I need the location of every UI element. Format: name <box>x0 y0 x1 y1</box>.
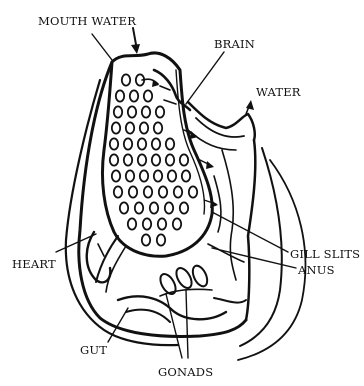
gill-slit <box>129 186 137 197</box>
gill-slit <box>110 154 118 165</box>
gill-slit <box>152 138 160 149</box>
gill-slit <box>150 202 158 213</box>
gill-slit <box>138 138 146 149</box>
gill-slit <box>180 154 188 165</box>
label-anus: ANUS <box>297 263 335 277</box>
gill-slit <box>154 170 162 181</box>
gill-slit <box>154 122 162 133</box>
gill-slit <box>157 234 165 245</box>
gill-slit <box>144 90 152 101</box>
gill-slit <box>142 234 150 245</box>
gill-slit <box>159 186 167 197</box>
gill-slit <box>112 170 120 181</box>
gill-slit <box>166 154 174 165</box>
gill-slit <box>166 138 174 149</box>
gill-slit <box>144 186 152 197</box>
gill-slit <box>180 202 188 213</box>
gill-slit-ovals <box>110 74 197 245</box>
gill-slit <box>142 106 150 117</box>
gill-slit <box>158 218 166 229</box>
gill-slit <box>116 90 124 101</box>
gill-slit <box>173 218 181 229</box>
gill-slit <box>110 138 118 149</box>
gill-slit <box>140 122 148 133</box>
gill-slit <box>143 218 151 229</box>
label-water: WATER <box>256 85 301 99</box>
gill-slit <box>126 122 134 133</box>
label-brain: BRAIN <box>214 37 255 51</box>
label-gill-slits: GILL SLITS <box>290 247 360 261</box>
gill-slit <box>112 122 120 133</box>
gill-slit <box>114 186 122 197</box>
gill-slit <box>128 106 136 117</box>
gill-slit <box>130 90 138 101</box>
gill-slit <box>174 186 182 197</box>
gill-slit <box>126 170 134 181</box>
gill-slit <box>128 218 136 229</box>
label-gut: GUT <box>80 343 107 357</box>
gill-slit <box>138 154 146 165</box>
gill-slit <box>122 74 130 85</box>
label-mouth-water: MOUTH WATER <box>38 14 136 28</box>
gill-slit <box>124 154 132 165</box>
label-heart: HEART <box>12 257 56 271</box>
label-gonads: GONADS <box>158 365 213 379</box>
gill-slit <box>182 170 190 181</box>
gill-slit <box>140 170 148 181</box>
gill-slit <box>152 154 160 165</box>
water-outflow-lobe <box>188 102 255 150</box>
brain <box>154 70 190 110</box>
gut <box>118 296 246 322</box>
gill-slit <box>165 202 173 213</box>
gill-slit <box>135 202 143 213</box>
gonads <box>157 263 212 296</box>
gill-slit <box>120 202 128 213</box>
gill-slit <box>156 106 164 117</box>
gill-slit <box>124 138 132 149</box>
gill-slit <box>114 106 122 117</box>
gill-slit <box>189 186 197 197</box>
gill-slit <box>168 170 176 181</box>
